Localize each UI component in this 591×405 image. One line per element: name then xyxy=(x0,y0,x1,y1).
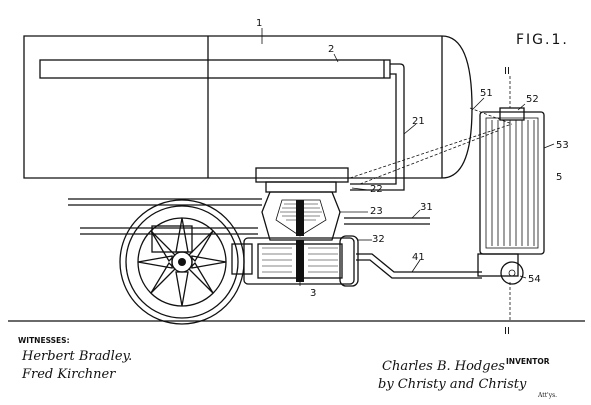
internal-pipe xyxy=(39,59,391,79)
ref-54: 54 xyxy=(528,274,541,285)
ref-23: 23 xyxy=(370,206,383,217)
ref-2: 2 xyxy=(328,44,334,55)
pipe-21 xyxy=(350,63,405,191)
motor-3 xyxy=(243,235,359,287)
witness-signature-1: Herbert Bradley. xyxy=(21,349,132,364)
section-mark-bottom: II xyxy=(504,326,510,337)
attorneys-suffix: Att'ys. xyxy=(537,392,557,399)
radiator xyxy=(477,107,545,285)
ref-5: 5 xyxy=(556,172,562,183)
ref-22: 22 xyxy=(370,184,383,195)
ref-53: 53 xyxy=(556,140,569,151)
ref-21: 21 xyxy=(412,116,425,127)
ref-3: 3 xyxy=(310,288,316,299)
witnesses-heading: WITNESSES: xyxy=(18,336,70,345)
chassis xyxy=(68,198,430,235)
section-mark-top: II xyxy=(504,66,510,77)
hidden-lines xyxy=(349,107,513,185)
pipe-41 xyxy=(356,253,482,279)
inventor-signature: Charles B. Hodges xyxy=(382,359,505,374)
witness-signature-2: Fred Kirchner xyxy=(21,367,116,382)
ref-51: 51 xyxy=(480,88,493,99)
ref-41: 41 xyxy=(412,252,425,263)
wheel xyxy=(119,199,253,325)
ref-31: 31 xyxy=(420,202,433,213)
figure-title: FIG.1. xyxy=(516,32,569,48)
inventor-heading: INVENTOR xyxy=(506,357,550,366)
ref-32: 32 xyxy=(372,234,385,245)
ref-52: 52 xyxy=(526,94,539,105)
valve-assembly xyxy=(261,181,341,241)
ref-1: 1 xyxy=(256,18,262,29)
leader-lines xyxy=(261,28,555,286)
attorneys-signature: by Christy and Christy xyxy=(378,377,527,392)
